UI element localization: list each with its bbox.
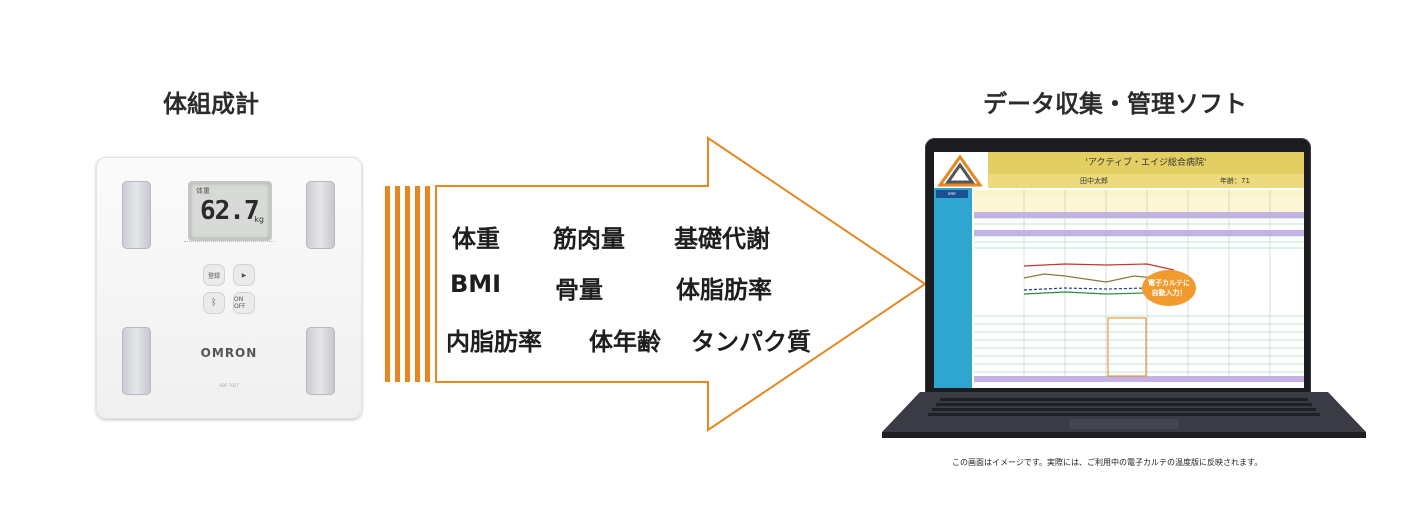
arrow-body bbox=[435, 136, 927, 432]
scale-display: 体重 62.7 kg bbox=[188, 181, 272, 241]
body-composition-scale: 体重 62.7 kg 登録 ▶ ᛒ ON OFF OMRON HBF-702T bbox=[96, 157, 362, 419]
footnote-text: この画面はイメージです。実際には、ご利用中の電子カルテの温度版に反映されます。 bbox=[952, 458, 1263, 467]
electrode-bottom-right bbox=[306, 327, 335, 395]
callout-line-2: 自動入力！ bbox=[1151, 289, 1187, 297]
scale-heading: 体組成計 bbox=[163, 90, 259, 118]
software-heading: データ収集・管理ソフト bbox=[983, 90, 1247, 118]
scale-power-button[interactable]: ON OFF bbox=[234, 293, 254, 313]
display-unit: kg bbox=[254, 215, 264, 224]
metric-bmi: BMI bbox=[450, 270, 502, 298]
electrode-top-left bbox=[122, 181, 151, 249]
scale-model-text: HBF-702T bbox=[219, 383, 239, 388]
patient-bar: 田中太郎 年齢：71 bbox=[988, 174, 1304, 188]
sidebar-emr-button[interactable]: emr bbox=[936, 190, 968, 198]
metric-protein: タンパク質 bbox=[691, 328, 811, 356]
arrow-stripes bbox=[385, 186, 430, 382]
laptop-screen: 'アクティブ・エイジ総合病院' 田中太郎 年齢：71 emr bbox=[934, 152, 1304, 388]
metric-weight: 体重 bbox=[452, 225, 500, 253]
electrode-top-right bbox=[306, 181, 335, 249]
metric-body-fat: 体脂肪率 bbox=[676, 276, 772, 304]
callout-line-1: 電子カルテに bbox=[1148, 279, 1190, 287]
metric-basal-metabolism: 基礎代謝 bbox=[674, 225, 770, 253]
display-mode-label: 体重 bbox=[196, 187, 210, 195]
metric-body-age: 体年齢 bbox=[589, 328, 661, 356]
vital-chart-table bbox=[974, 190, 1304, 382]
app-sidebar: emr bbox=[934, 188, 972, 388]
patient-age: 年齢：71 bbox=[1220, 177, 1250, 185]
scale-bluetooth-button[interactable]: ᛒ bbox=[204, 293, 224, 313]
emr-callout-bubble: 電子カルテに 自動入力！ bbox=[1142, 270, 1196, 306]
metric-bone-mass: 骨量 bbox=[555, 276, 603, 304]
display-divider bbox=[184, 241, 274, 248]
laptop-keyboard-base bbox=[882, 392, 1366, 438]
data-transfer-arrow bbox=[385, 136, 927, 432]
hospital-title: 'アクティブ・エイジ総合病院' bbox=[988, 152, 1304, 174]
scale-register-button[interactable]: 登録 bbox=[204, 265, 224, 285]
scale-play-button[interactable]: ▶ bbox=[234, 265, 254, 285]
electrode-bottom-left bbox=[122, 327, 151, 395]
display-weight-value: 62.7 bbox=[200, 196, 260, 226]
hospital-logo-icon bbox=[937, 154, 983, 187]
scale-brand-logo: OMRON bbox=[200, 346, 258, 360]
patient-name: 田中太郎 bbox=[1080, 177, 1108, 185]
metric-muscle-mass: 筋肉量 bbox=[553, 225, 625, 253]
metric-visceral-fat: 内脂肪率 bbox=[446, 328, 542, 356]
bluetooth-icon: ᛒ bbox=[211, 298, 217, 308]
